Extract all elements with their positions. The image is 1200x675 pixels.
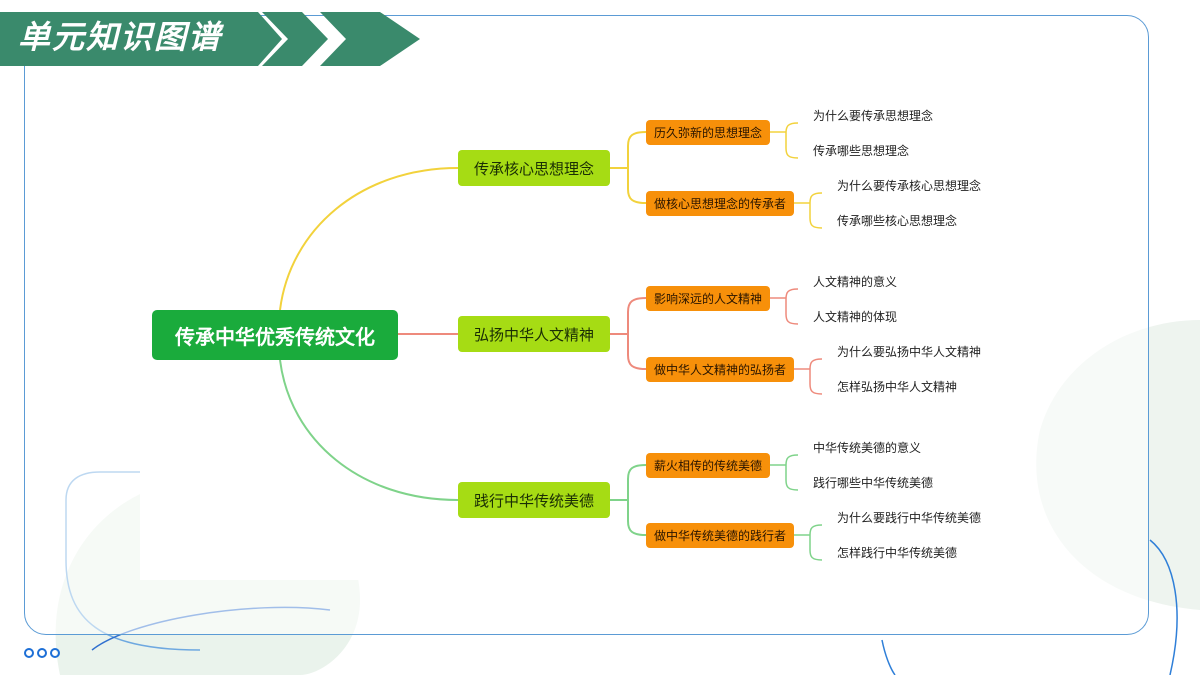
connector-line [785,122,799,159]
leaf-item: 怎样弘扬中华人文精神 [837,380,958,394]
dot-icon [37,648,47,658]
sub-node[interactable]: 薪火相传的传统美德 [646,453,770,478]
connector-line [279,359,459,501]
leaf-item: 中华传统美德的意义 [813,441,922,455]
banner-title: 单元知识图谱 [18,18,223,56]
dot-icon [24,648,34,658]
sub-node[interactable]: 做中华传统美德的践行者 [646,523,794,548]
connector-line [279,167,459,311]
connector-line [627,131,647,204]
mindmap-root-node[interactable]: 传承中华优秀传统文化 [152,310,398,360]
branch-node-heritage[interactable]: 传承核心思想理念 [458,150,610,186]
leaf-item: 践行哪些中华传统美德 [813,476,934,490]
sub-node[interactable]: 做核心思想理念的传承者 [646,191,794,216]
dot-icon [50,648,60,658]
leaf-item: 为什么要弘扬中华人文精神 [837,345,982,359]
leaf-item: 为什么要传承核心思想理念 [837,179,982,193]
connector-line [809,524,823,561]
sub-node[interactable]: 影响深远的人文精神 [646,286,770,311]
connector-line [627,464,647,536]
connector-line [627,297,647,370]
connector-line [809,192,823,229]
connector-line [809,358,823,395]
sub-node[interactable]: 做中华人文精神的弘扬者 [646,357,794,382]
connector-line [785,454,799,491]
leaf-item: 为什么要践行中华传统美德 [837,511,982,525]
leaf-item: 人文精神的体现 [813,310,898,324]
leaf-item: 传承哪些思想理念 [813,144,910,158]
branch-node-humanism[interactable]: 弘扬中华人文精神 [458,316,610,352]
title-banner [0,12,420,66]
connector-line [785,288,799,325]
leaf-item: 怎样践行中华传统美德 [837,546,958,560]
branch-node-virtue[interactable]: 践行中华传统美德 [458,482,610,518]
pagination-dots [24,648,60,658]
leaf-item: 传承哪些核心思想理念 [837,214,958,228]
leaf-item: 为什么要传承思想理念 [813,109,934,123]
leaf-item: 人文精神的意义 [813,275,898,289]
sub-node[interactable]: 历久弥新的思想理念 [646,120,770,145]
